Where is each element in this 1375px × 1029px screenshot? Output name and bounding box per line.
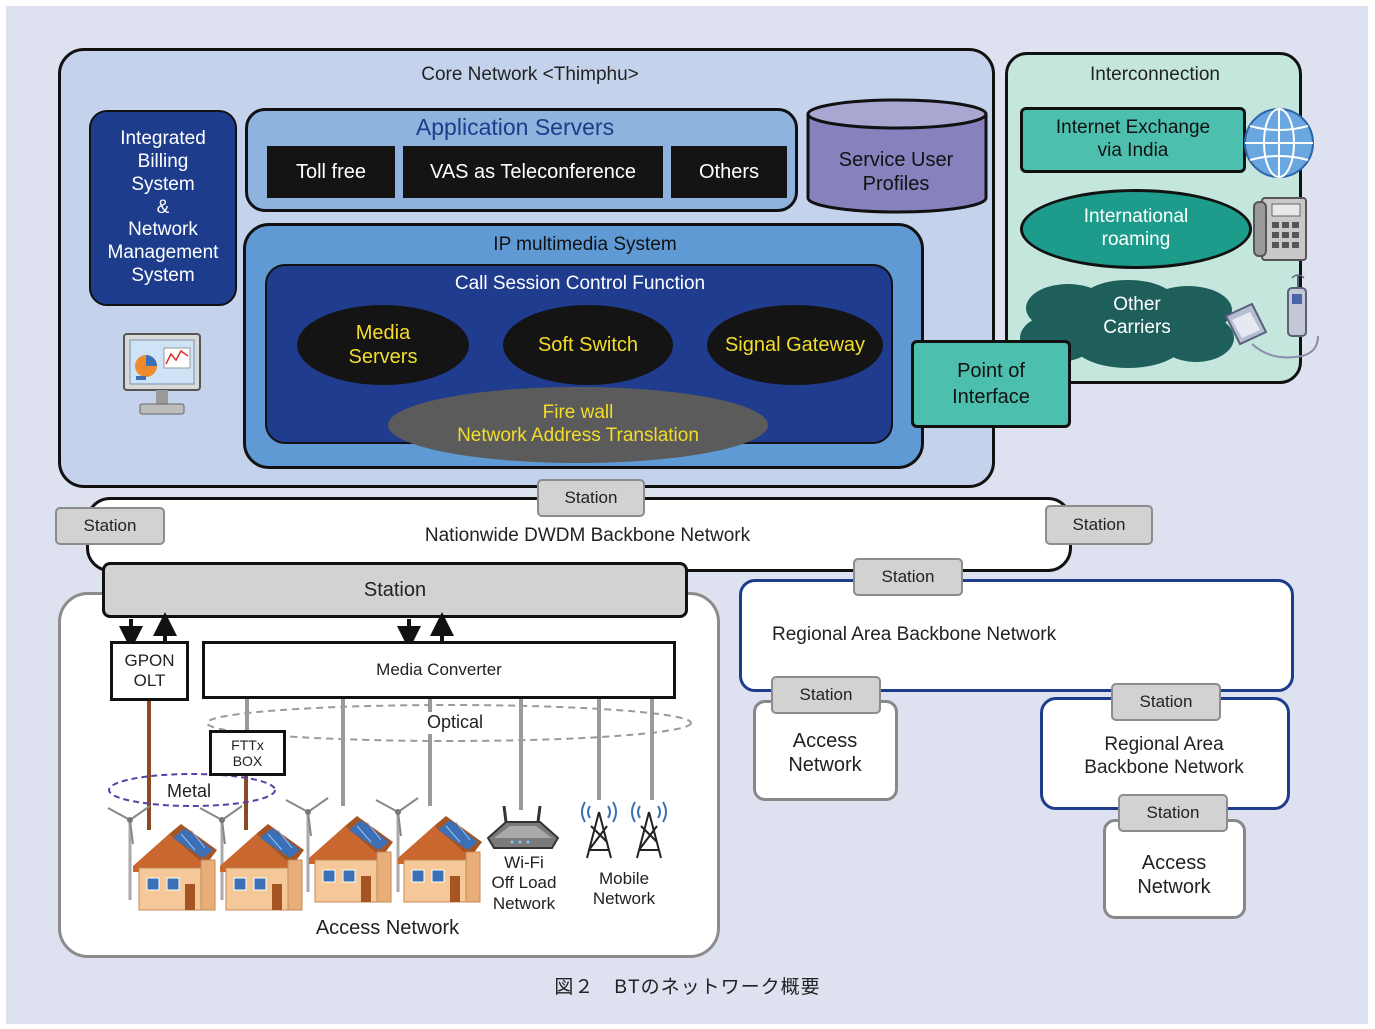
application-servers-title: Application Servers (415, 114, 615, 140)
regional-backbone-title-2: Regional Area Backbone Network (1084, 734, 1244, 778)
regional-backbone-box-1 (739, 579, 1294, 692)
fttx-label: FTTx BOX (231, 736, 264, 769)
others-box: Others (671, 146, 787, 198)
station-access-right-1: Station (771, 676, 881, 714)
service-user-profiles-label: Service User Profiles (838, 149, 954, 195)
media-servers-node: Media Servers (297, 305, 469, 385)
monitor-icon (122, 332, 202, 418)
figure-caption: 図２ BTのネットワーク概要 (554, 977, 821, 998)
station-backbone-top: Station (537, 479, 645, 517)
fttx-box: FTTx BOX (209, 730, 286, 776)
billing-system-box: Integrated Billing System & Network Mana… (89, 110, 237, 306)
wifi-network-label: Wi-Fi Off Load Network (491, 853, 557, 913)
station-access-main: Station (102, 562, 688, 618)
media-converter-label: Media Converter (376, 660, 502, 679)
other-carriers-label: Other Carriers (1103, 294, 1171, 338)
access-network-label-right-1: Access Network (788, 730, 862, 776)
interconnection-title: Interconnection (1090, 64, 1220, 85)
optical-label: Optical (410, 712, 500, 734)
mobile-laptop-icon (1222, 272, 1324, 364)
access-network-box-right-2 (1103, 819, 1246, 919)
access-network-box-right-1 (753, 700, 898, 801)
internet-exchange-box: Internet Exchange via India (1020, 107, 1246, 173)
service-user-profiles-database (805, 98, 990, 216)
house-2 (219, 823, 305, 911)
international-roaming-node: International roaming (1020, 189, 1252, 269)
soft-switch-node: Soft Switch (503, 305, 673, 385)
point-of-interface-box: Point of Interface (911, 340, 1071, 428)
optical-ring (206, 704, 692, 742)
globe-icon (1242, 106, 1316, 180)
vas-teleconference-box: VAS as Teleconference (403, 146, 663, 198)
other-carriers-cloud (1018, 278, 1238, 370)
station-access-right-2: Station (1118, 794, 1228, 832)
access-network-title: Access Network (315, 917, 460, 939)
mobile-network-label: Mobile Network (592, 869, 656, 909)
station-backbone-right: Station (1045, 505, 1153, 545)
house-1 (132, 823, 218, 911)
access-network-label-right-2: Access Network (1137, 852, 1211, 898)
firewall-nat-node: Fire wall Network Address Translation (388, 387, 768, 463)
regional-backbone-title-1: Regional Area Backbone Network (772, 624, 1057, 645)
signal-gateway-node: Signal Gateway (707, 305, 883, 385)
phone-icon (1252, 196, 1310, 262)
metal-label: Metal (158, 781, 220, 803)
station-regional-2: Station (1111, 683, 1221, 721)
cscf-title: Call Session Control Function (454, 273, 706, 294)
dwdm-backbone-title: Nationwide DWDM Backbone Network (424, 525, 751, 546)
mobile-tower-1 (581, 801, 617, 859)
core-network-title: Core Network <Thimphu> (421, 64, 639, 85)
media-converter-box: Media Converter (202, 641, 676, 699)
toll-free-box: Toll free (267, 146, 395, 198)
metal-ring (108, 773, 276, 807)
wifi-router-icon (486, 805, 560, 849)
house-3 (308, 815, 394, 903)
point-of-interface-label: Point of Interface (952, 360, 1030, 408)
internet-exchange-label: Internet Exchange via India (1055, 117, 1211, 161)
station-regional-top: Station (853, 558, 963, 596)
station-backbone-left: Station (55, 507, 165, 545)
mobile-tower-2 (631, 801, 667, 859)
ims-title: IP multimedia System (493, 234, 677, 255)
billing-system-label: Integrated Billing System & Network Mana… (107, 128, 219, 286)
gpon-olt-box: GPON OLT (110, 641, 189, 701)
gpon-olt-label: GPON OLT (124, 650, 175, 690)
